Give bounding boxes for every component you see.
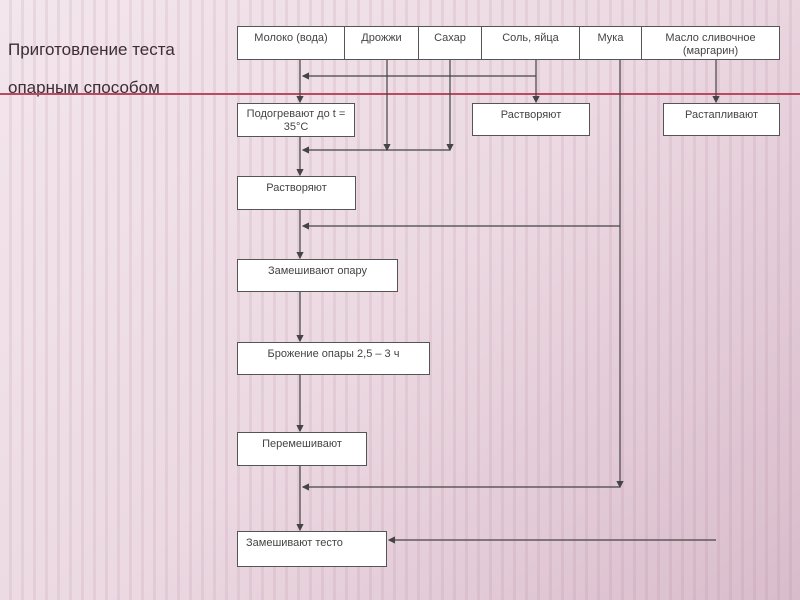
ingredient-butter: Масло сливочное (маргарин) — [641, 26, 780, 60]
ingredient-flour: Мука — [579, 26, 642, 60]
step-knead-sponge: Замешивают опару — [237, 259, 398, 292]
step-melt: Растапливают — [663, 103, 780, 136]
step-heat: Подогревают до t = 35°C — [237, 103, 355, 137]
step-dissolve: Растворяют — [237, 176, 356, 210]
ingredient-sugar: Сахар — [418, 26, 482, 60]
ingredient-yeast: Дрожжи — [344, 26, 419, 60]
step-mix: Перемешивают — [237, 432, 367, 466]
ingredient-salt-eggs: Соль, яйца — [481, 26, 580, 60]
slide-title-line2: опарным способом — [8, 78, 160, 97]
step-dissolve-salt: Растворяют — [472, 103, 590, 136]
step-knead-dough: Замешивают тесто — [237, 531, 387, 567]
ingredient-milk: Молоко (вода) — [237, 26, 345, 60]
title-divider — [0, 93, 800, 95]
step-ferment: Брожение опары 2,5 – 3 ч — [237, 342, 430, 375]
slide-title-line1: Приготовление теста — [8, 40, 175, 59]
